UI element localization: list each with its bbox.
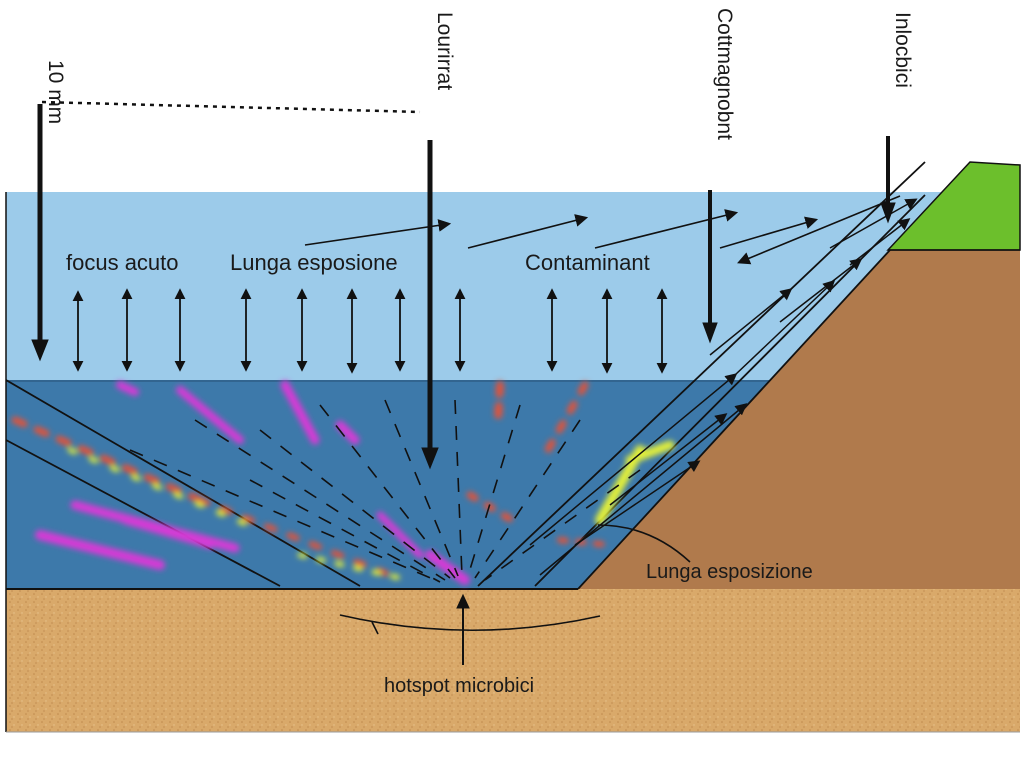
dotted-connector: [41, 100, 421, 114]
flow-arrow-icon: [539, 403, 748, 576]
label-top-center: Lourirrat: [433, 12, 456, 90]
flow-arrow-icon: [829, 198, 918, 249]
down-arrow-icon: [702, 322, 718, 344]
microbe-clusters: [11, 380, 675, 585]
label-focus: focus acuto: [66, 250, 179, 275]
down-arrow-icon: [31, 339, 49, 362]
flow-arrow-icon: [467, 214, 589, 249]
flow-arrow-icon: [719, 216, 819, 249]
exchange-arrows: [72, 288, 668, 374]
flow-arrow-icon: [609, 413, 728, 506]
slope-flow-arrows: [529, 198, 918, 576]
sediment-layer: [6, 589, 1020, 732]
down-arrow-icon: [421, 447, 439, 470]
label-lunga-upper: Lunga esposione: [230, 250, 398, 275]
surface-flow-arrows: [304, 195, 901, 265]
flow-arrow-icon: [529, 373, 738, 546]
flow-arrow-icon: [709, 288, 793, 356]
lunga-callout-line: [597, 524, 691, 563]
label-lunga-lower: Lunga esposizione: [646, 561, 813, 583]
flow-arrow-icon: [849, 218, 911, 266]
up-arrow-icon: [456, 593, 470, 609]
label-top-mid-right: Cottmagnobnt: [713, 8, 736, 140]
left-slope-lines: [5, 379, 361, 587]
hotspot-marker: [339, 593, 601, 665]
radial-dash-lines: [129, 399, 641, 583]
down-arrow-icon: [880, 202, 896, 224]
bank-soil: [578, 250, 1020, 590]
label-hotspot: hotspot microbici: [384, 675, 534, 697]
flow-arrow-icon: [304, 219, 452, 246]
flow-arrow-icon: [574, 460, 701, 546]
label-top-left: 10 mm: [44, 60, 67, 124]
label-top-right: Inlocbici: [891, 12, 914, 88]
flow-arrow-icon: [737, 195, 901, 265]
input-arrows: [31, 104, 896, 470]
flow-arrow-icon: [734, 279, 836, 376]
flow-arrow-icon: [779, 258, 863, 323]
label-contaminant: Contaminant: [525, 250, 650, 275]
